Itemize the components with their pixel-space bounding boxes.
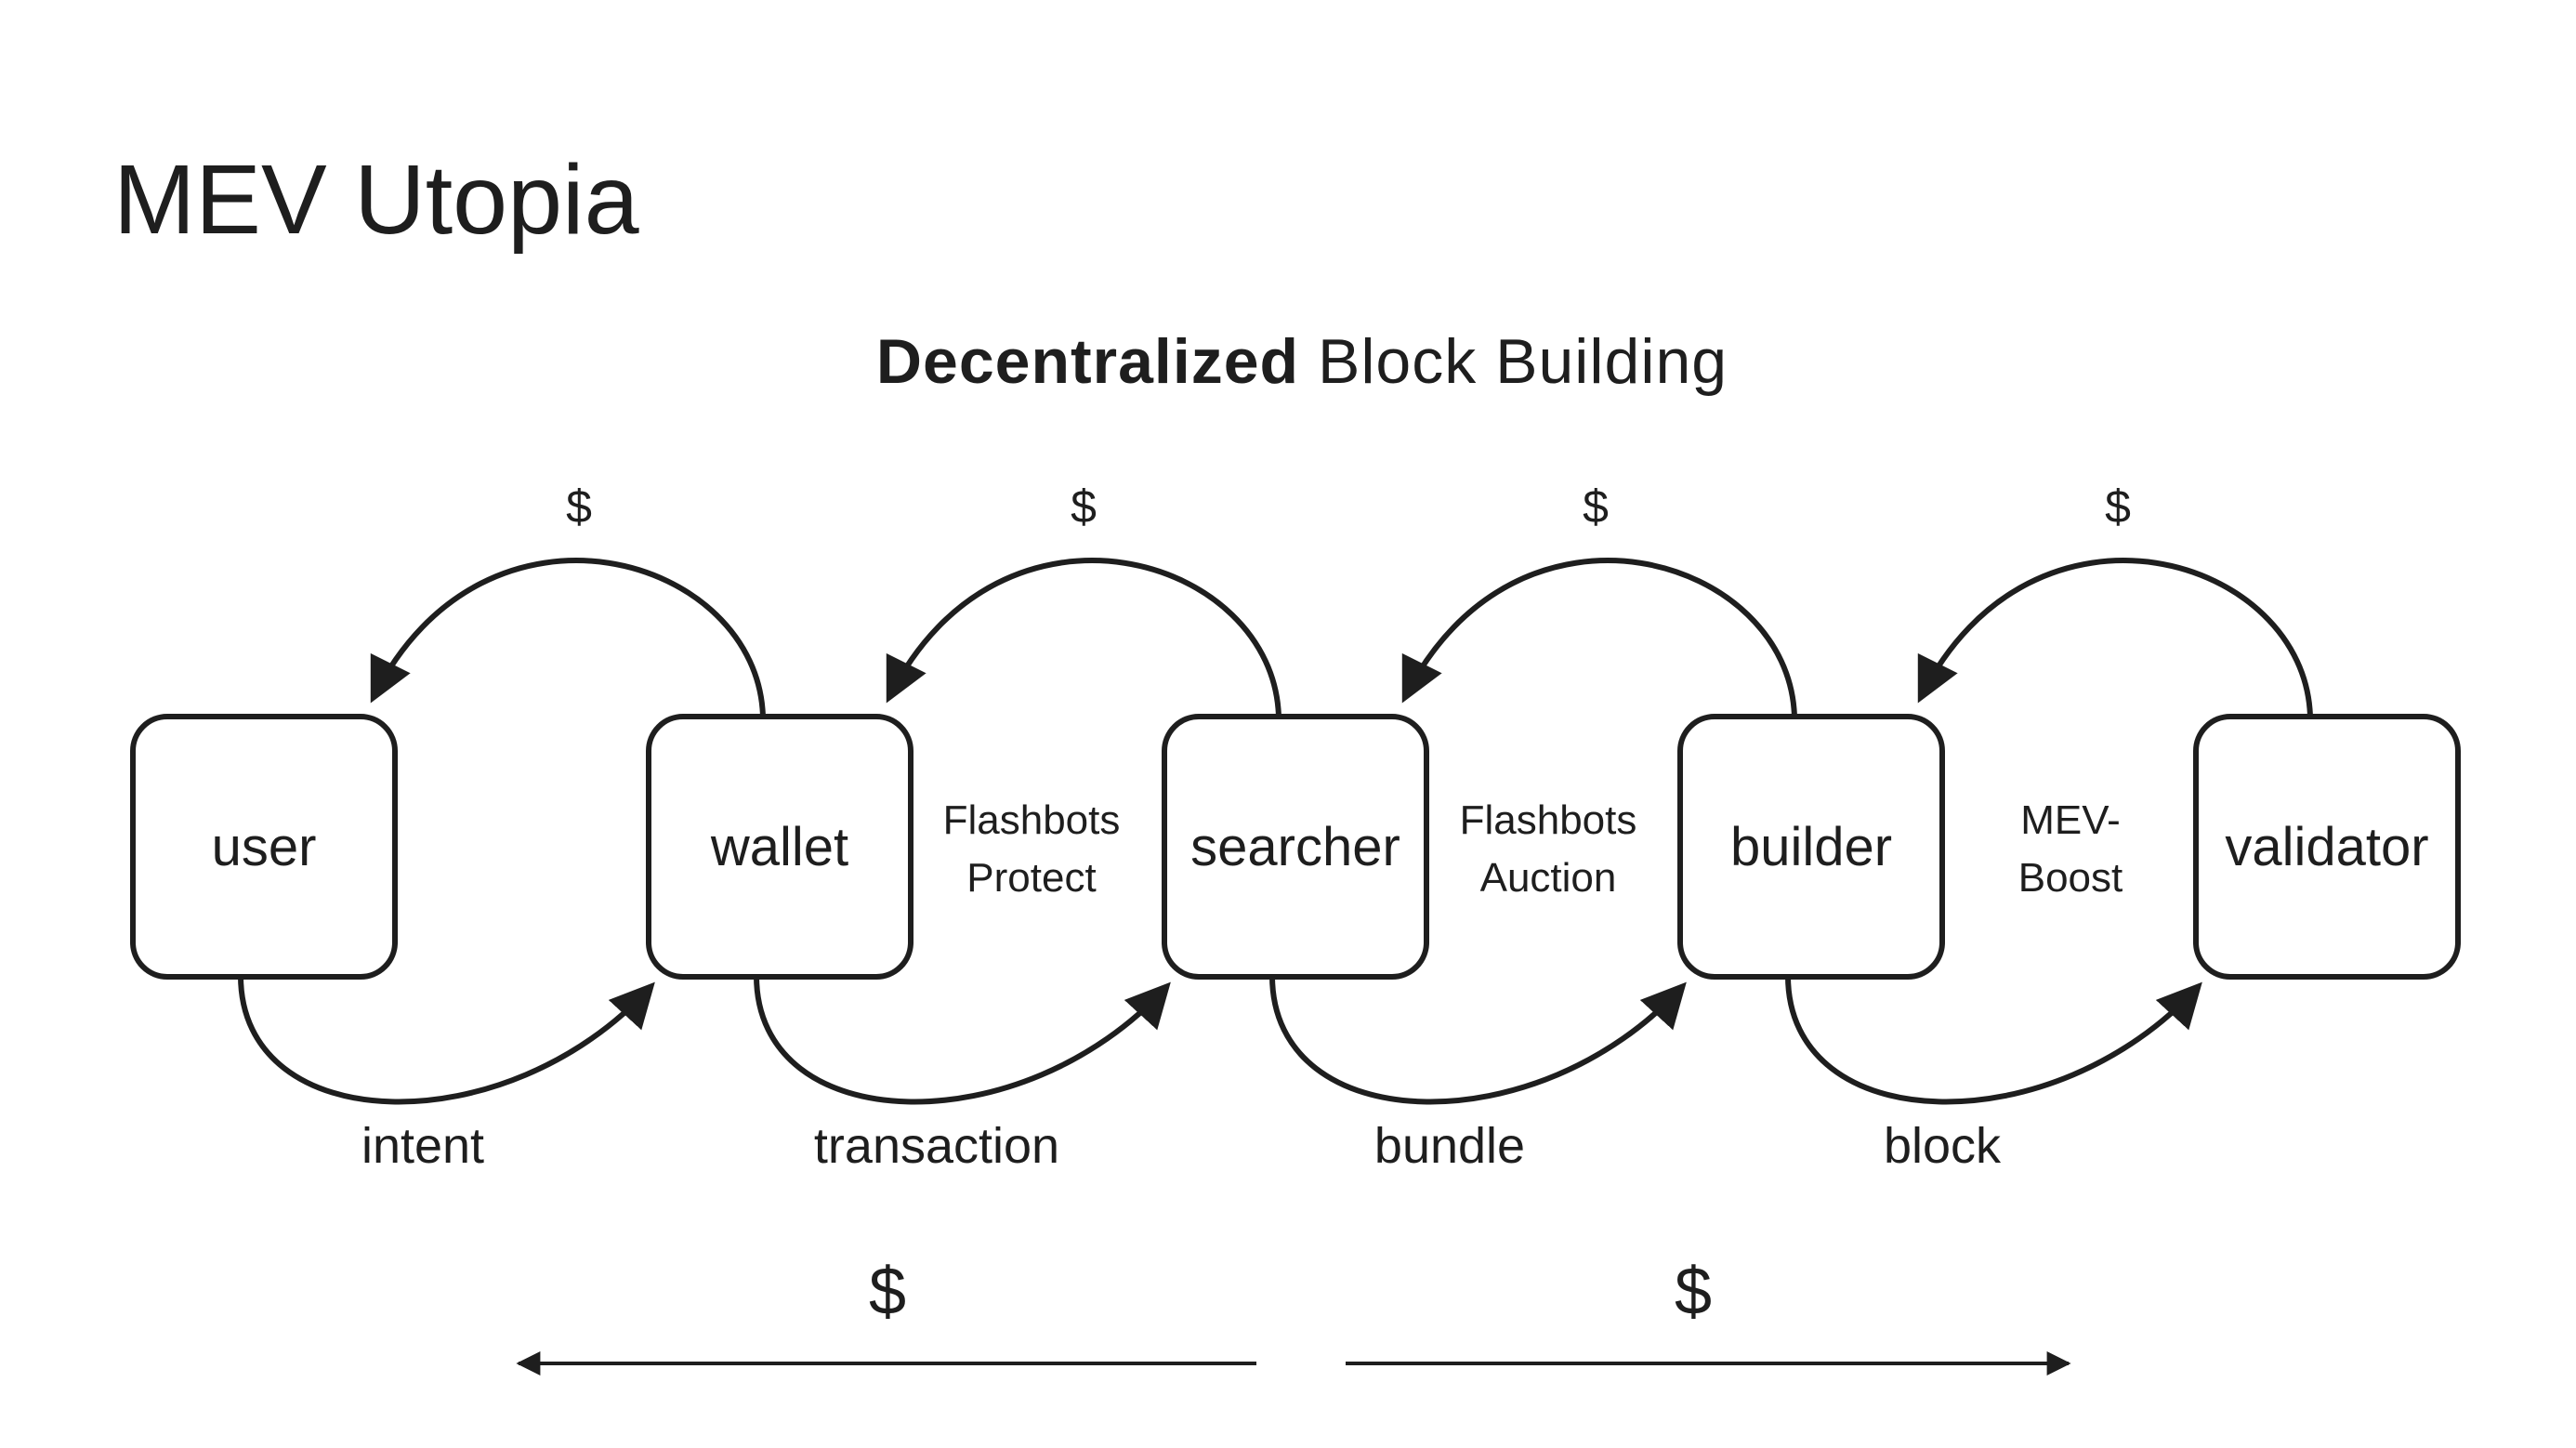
node-wallet: wallet <box>646 714 913 980</box>
node-wallet-label: wallet <box>710 816 849 877</box>
flow-label-transaction: transaction <box>813 1118 1060 1174</box>
node-validator-label: validator <box>2225 816 2429 877</box>
transaction-arc-wallet-to-searcher <box>754 973 1171 1105</box>
channel-line1: Flashbots <box>942 797 1121 843</box>
node-builder-label: builder <box>1729 816 1893 877</box>
block-arc-builder-to-validator <box>1785 973 2202 1105</box>
dollar-label-validator-to-builder: $ <box>2105 480 2131 533</box>
money-arc-wallet-to-user <box>370 558 766 720</box>
node-validator: validator <box>2193 714 2461 980</box>
money-arc-validator-to-builder <box>1917 558 2313 720</box>
channel-line2: Protect <box>966 855 1097 901</box>
node-builder: builder <box>1677 714 1945 980</box>
channel-line1: MEV- <box>2020 797 2121 843</box>
flow-label-bundle: bundle <box>1373 1118 1526 1174</box>
channel-line2: Boost <box>2017 855 2123 901</box>
node-searcher-label: searcher <box>1190 816 1400 877</box>
diagram-subtitle: Decentralized Block Building <box>876 327 1728 396</box>
flow-label-block: block <box>1883 1118 2002 1174</box>
intent-arc-user-to-wallet <box>238 973 655 1105</box>
bundle-arc-searcher-to-builder <box>1269 973 1687 1105</box>
dollar-label-builder-to-searcher: $ <box>1583 480 1609 533</box>
channel-flashbots-protect: Flashbots Protect <box>892 792 1171 907</box>
subtitle-emphasis: Decentralized <box>875 326 1300 397</box>
money-arc-builder-to-searcher <box>1401 558 1797 720</box>
money-arc-searcher-to-wallet <box>886 558 1281 720</box>
dollar-label-wallet-to-user: $ <box>566 480 592 533</box>
page-title: MEV Utopia <box>113 145 639 255</box>
channel-line2: Auction <box>1479 855 1617 901</box>
subtitle-rest: Block Building <box>1299 326 1728 397</box>
channel-flashbots-auction: Flashbots Auction <box>1409 792 1688 907</box>
node-searcher: searcher <box>1162 714 1429 980</box>
dollar-label-searcher-to-wallet: $ <box>1071 480 1097 533</box>
dollar-label-money-flows-right: $ <box>1674 1255 1713 1329</box>
channel-line1: Flashbots <box>1459 797 1637 843</box>
flow-label-intent: intent <box>361 1118 485 1174</box>
node-user: user <box>130 714 398 980</box>
dollar-label-money-flows-left: $ <box>868 1255 907 1329</box>
channel-mev-boost: MEV- Boost <box>1931 792 2210 907</box>
node-user-label: user <box>211 816 317 877</box>
